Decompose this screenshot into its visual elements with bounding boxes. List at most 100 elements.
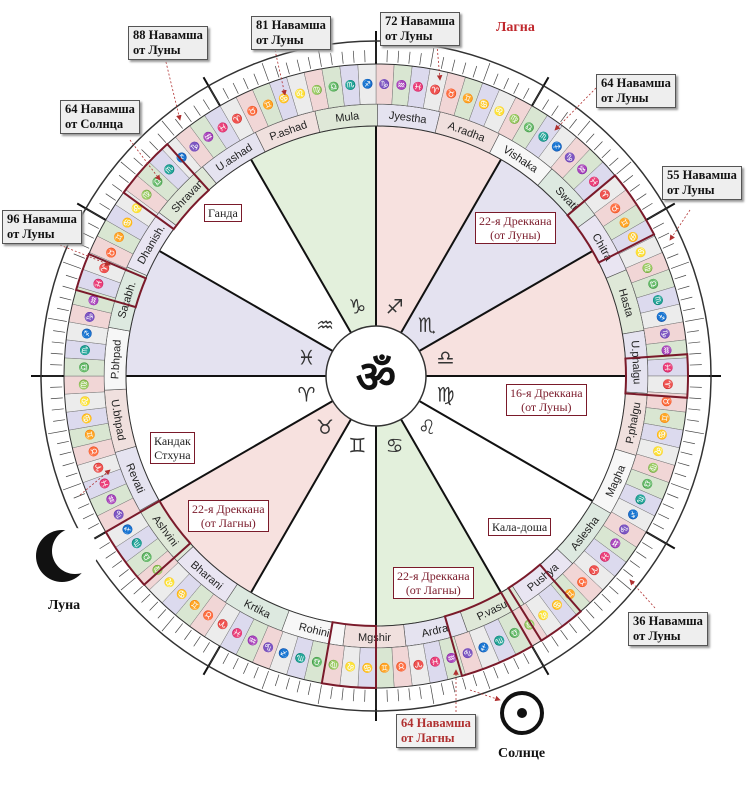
pada-glyph: ♎ xyxy=(641,477,655,491)
degree-tick xyxy=(560,629,568,640)
highlight-box xyxy=(74,252,148,309)
cancer-sign-icon: ♋ xyxy=(386,434,404,458)
house-sector xyxy=(159,401,351,593)
pada-glyph: ♉ xyxy=(200,608,215,623)
degree-tick xyxy=(601,149,611,159)
house-sector xyxy=(376,126,501,333)
degree-tick xyxy=(462,62,467,75)
degree-tick xyxy=(243,78,249,90)
pada-glyph: ♌ xyxy=(492,104,507,119)
degree-tick xyxy=(118,569,129,577)
nakshatra-label: U.phalgu xyxy=(628,340,642,385)
degree-tick xyxy=(653,523,665,530)
pointer-arrow xyxy=(129,139,161,181)
degree-tick xyxy=(78,243,90,249)
pada-glyph: ♓ xyxy=(215,119,230,134)
drekkana22-moon-label: 22-я Дреккана (от Луны) xyxy=(475,212,556,244)
pada-glyph: ♐ xyxy=(656,310,669,323)
pada-glyph: ♎ xyxy=(647,277,661,291)
pada-glyph: ♌ xyxy=(652,445,666,459)
callout-nav55-moon: 55 Навамша от Луны xyxy=(662,166,742,200)
degree-tick xyxy=(274,65,280,78)
aquarius-sign-icon: ♒ xyxy=(316,313,334,337)
nakshatra-label: Jyestha xyxy=(388,110,428,127)
sun-label: Солнце xyxy=(498,746,546,761)
degree-tick xyxy=(232,82,239,94)
degree-tick xyxy=(341,51,344,64)
degree-tick xyxy=(51,408,64,411)
degree-tick xyxy=(397,50,400,63)
pada-glyph: ♑ xyxy=(617,522,632,537)
degree-tick xyxy=(430,47,435,67)
pada-glyph: ♐ xyxy=(362,78,374,89)
degree-tick xyxy=(112,184,123,192)
moon-icon xyxy=(36,528,98,582)
pada-glyph: ♋ xyxy=(80,412,93,425)
degree-tick xyxy=(585,609,595,619)
callout-nav36-moon: 36 Навамша от Луны xyxy=(628,612,708,646)
degree-tick xyxy=(161,616,175,632)
drekkana16-moon-label: 16-я Дреккана (от Луны) xyxy=(506,384,587,416)
degree-tick xyxy=(685,317,705,322)
degree-tick xyxy=(157,133,167,143)
degree-tick xyxy=(440,683,445,695)
degree-tick xyxy=(341,688,344,701)
degree-tick xyxy=(483,670,491,690)
pada-glyph: ♉ xyxy=(87,445,101,459)
house-sector xyxy=(401,401,593,593)
degree-tick xyxy=(683,307,695,312)
pada-glyph: ♍ xyxy=(310,83,323,96)
degree-tick xyxy=(462,677,467,690)
pada-glyph: ♎ xyxy=(78,362,89,374)
pointer-arrow xyxy=(554,87,597,131)
pada-glyph: ♏ xyxy=(536,129,551,144)
degree-tick xyxy=(472,674,478,687)
house-sector xyxy=(401,159,593,351)
highlight-box xyxy=(104,499,192,587)
highlight-box xyxy=(624,353,689,399)
degree-tick xyxy=(408,51,411,64)
pada-glyph: ♒ xyxy=(395,79,407,91)
pada-glyph: ♒ xyxy=(104,492,119,507)
pada-glyph: ♉ xyxy=(661,395,673,407)
degree-tick xyxy=(670,261,690,269)
callout-nav64-moon: 64 Навамша от Луны xyxy=(596,74,676,108)
nakshatra-label: Mula xyxy=(335,110,361,125)
pada-glyph: ♏ xyxy=(492,634,507,649)
nakshatra-label: Mgshir xyxy=(358,632,391,644)
degree-tick xyxy=(503,78,509,90)
degree-tick xyxy=(430,685,435,705)
degree-tick xyxy=(57,440,69,445)
degree-tick xyxy=(601,593,611,603)
degree-tick xyxy=(616,161,632,175)
pada-glyph: ♉ xyxy=(395,661,407,673)
sun-icon xyxy=(500,691,544,735)
degree-tick xyxy=(513,658,520,670)
degree-tick xyxy=(532,647,543,665)
degree-tick xyxy=(87,222,99,229)
moon-label: Луна xyxy=(48,598,81,613)
degree-tick xyxy=(53,330,66,333)
degree-tick xyxy=(408,688,411,701)
degree-tick xyxy=(133,157,143,167)
pada-glyph: ♍ xyxy=(641,261,655,275)
degree-tick xyxy=(569,118,577,129)
pisces-sign-icon: ♓ xyxy=(297,345,315,369)
degree-tick xyxy=(440,57,445,69)
degree-tick xyxy=(419,53,422,66)
gemini-sign-icon: ♊ xyxy=(348,434,366,458)
pada-glyph: ♋ xyxy=(550,598,566,614)
degree-tick xyxy=(609,585,619,595)
pada-glyph: ♉ xyxy=(245,104,260,119)
pada-glyph: ♒ xyxy=(608,536,623,551)
degree-tick xyxy=(609,157,619,167)
degree-tick xyxy=(261,670,269,690)
degree-tick xyxy=(683,440,695,445)
degree-tick xyxy=(636,551,647,559)
degree-tick xyxy=(585,133,595,143)
degree-tick xyxy=(141,593,151,603)
pada-glyph: ♑ xyxy=(379,78,391,89)
pada-glyph: ♈ xyxy=(215,617,230,632)
pada-glyph: ♍ xyxy=(78,379,89,391)
